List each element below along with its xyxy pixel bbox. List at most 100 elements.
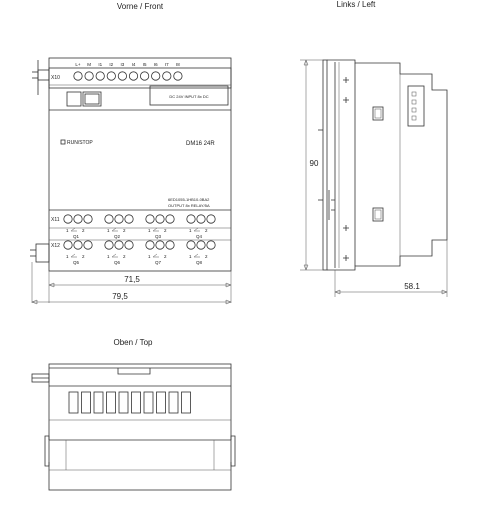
relay-pin-label: 2 — [123, 228, 126, 233]
relay-pin-label: 2 — [82, 254, 85, 259]
terminal-screw — [145, 240, 155, 250]
input-rating-plate — [149, 85, 229, 106]
side-recess-top — [372, 106, 384, 121]
top-view-title: Oben / Top — [114, 338, 154, 347]
x10-label: X10 — [51, 75, 60, 81]
output-group-label: Q6 — [114, 260, 121, 265]
model-label: DM16 24R — [186, 141, 215, 147]
terminal-label: I4 — [132, 62, 136, 67]
terminal-slot — [168, 391, 179, 414]
relay-pin-label: 1 — [189, 254, 192, 259]
top-housing — [48, 363, 232, 491]
relay-contact-icon — [193, 227, 200, 232]
side-connector — [407, 85, 425, 127]
top-view — [31, 363, 236, 491]
top-terminal-slots — [68, 391, 191, 414]
terminal-screw — [63, 240, 73, 250]
terminal-slot — [131, 391, 141, 414]
terminal-screw — [173, 71, 183, 81]
relay-pin-label: 1 — [189, 228, 192, 233]
terminal-screw — [104, 240, 114, 250]
relay-contact-icon — [111, 227, 118, 232]
output-group-label: Q5 — [73, 260, 80, 265]
terminal-screw — [165, 240, 175, 250]
side-profile — [327, 59, 448, 271]
relay-pin-label: 1 — [66, 254, 69, 259]
x12-label: X12 — [51, 243, 60, 249]
relay-pin-label: 2 — [205, 254, 208, 259]
output-rating-text: OUTPUT 8x RELAY/5A — [168, 203, 210, 208]
terminal-screw — [106, 71, 116, 81]
terminal-slot — [81, 391, 91, 414]
terminal-screw — [104, 214, 114, 224]
relay-pin-label: 1 — [107, 228, 110, 233]
terminal-slot — [181, 391, 191, 414]
terminal-label: I3 — [121, 62, 125, 67]
run-stop-led — [60, 139, 66, 145]
relay-contact-icon — [70, 227, 77, 232]
relay-contact-icon — [152, 227, 159, 232]
terminal-screw — [63, 214, 73, 224]
terminal-screw — [73, 240, 83, 250]
terminal-screw — [114, 214, 124, 224]
side-dimensions: 90 58.1 — [300, 59, 448, 297]
terminal-screw — [186, 214, 196, 224]
terminal-screw — [124, 214, 134, 224]
relay-contact-icon — [152, 253, 159, 258]
run-stop-label: RUN/STOP — [67, 140, 93, 146]
output-group-label: Q7 — [155, 260, 162, 265]
relay-pin-label: 1 — [66, 228, 69, 233]
terminal-screw — [206, 240, 216, 250]
side-recess-bottom — [372, 207, 384, 222]
terminal-slot — [156, 391, 166, 414]
relay-contact-icon — [193, 253, 200, 258]
terminal-screw — [196, 240, 206, 250]
terminal-screw — [73, 71, 83, 81]
terminal-screw — [124, 240, 134, 250]
side-view — [318, 59, 448, 271]
x11-label: X11 — [51, 217, 60, 223]
front-width-outer: 79,5 — [112, 292, 128, 301]
terminal-label: I8 — [176, 62, 180, 67]
relay-pin-label: 2 — [164, 254, 167, 259]
front-width-inner: 71,5 — [124, 275, 140, 284]
terminal-screw — [128, 71, 139, 81]
side-depth: 58.1 — [404, 282, 420, 291]
relay-pin-label: 1 — [148, 254, 151, 259]
terminal-label: I7 — [165, 62, 169, 67]
terminal-label: L+ — [75, 62, 81, 67]
terminal-screw — [117, 71, 128, 81]
relay-pin-label: 2 — [82, 228, 85, 233]
relay-pin-label: 1 — [107, 254, 110, 259]
left-clip-top — [37, 69, 50, 81]
relay-pin-label: 2 — [164, 228, 167, 233]
terminal-screw — [165, 214, 175, 224]
left-view-title: Links / Left — [337, 0, 376, 9]
terminal-label: I2 — [109, 62, 113, 67]
order-number: 6ED1055-1HB10-0BA2 — [168, 197, 210, 202]
output-group-label: Q4 — [196, 234, 203, 239]
input-rating-text: DC 24V INPUT 8x DC — [169, 94, 208, 99]
relay-pin-label: 2 — [123, 254, 126, 259]
output-group-label: Q2 — [114, 234, 121, 239]
terminal-screw — [114, 240, 124, 250]
screw-icon — [343, 77, 349, 261]
terminal-screw — [186, 240, 196, 250]
terminal-screw — [206, 214, 216, 224]
terminal-screw — [162, 71, 172, 81]
relay-pin-label: 1 — [148, 228, 151, 233]
side-rail-back — [322, 59, 328, 271]
terminal-screw — [84, 71, 94, 81]
relay-contact-icon — [70, 253, 77, 258]
output-group-label: Q8 — [196, 260, 203, 265]
terminal-screw — [151, 71, 161, 81]
front-view: DC 24V INPUT 8x DC X10 RUN/STOP DM16 24R… — [30, 57, 232, 272]
terminal-label: I6 — [154, 62, 158, 67]
relay-pin-label: 2 — [205, 228, 208, 233]
module-connector — [66, 91, 82, 107]
